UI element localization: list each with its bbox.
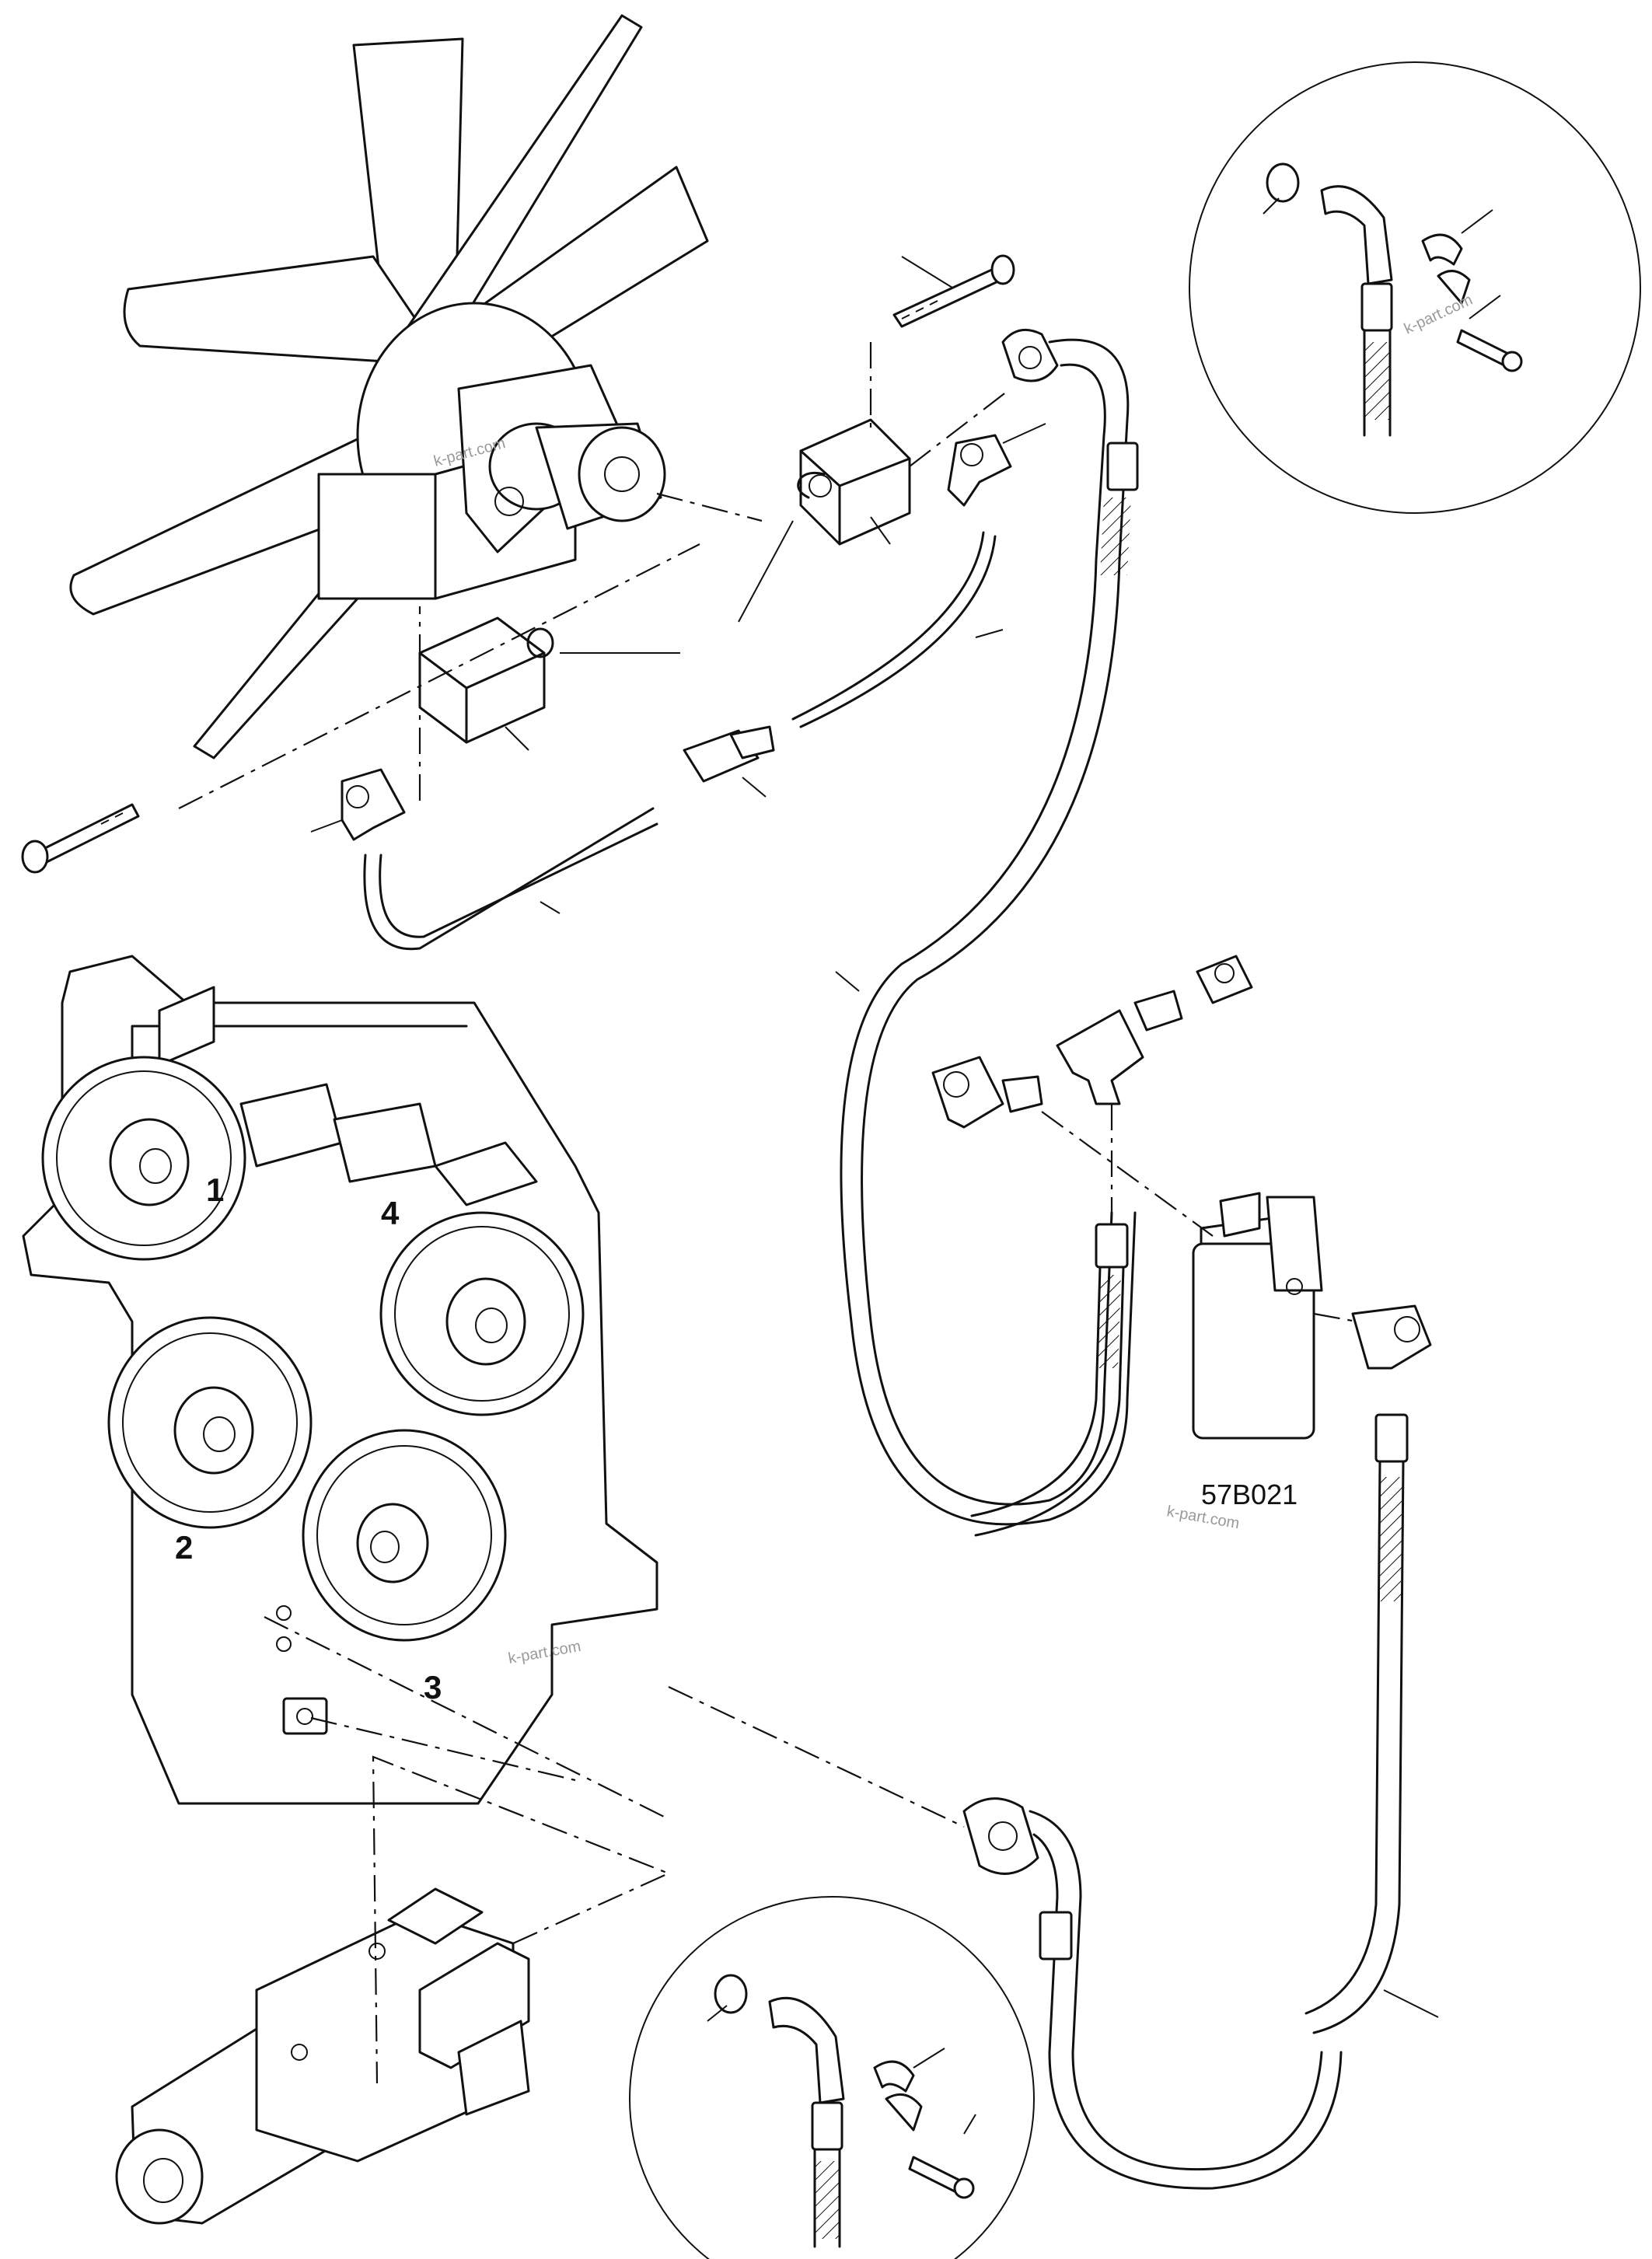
alignment-lines [178, 342, 1357, 2084]
small-tubes-fan [363, 531, 997, 951]
cooling-fan [69, 14, 709, 759]
valve-block-upper [799, 418, 911, 546]
pump-drive-gearbox: 1 2 3 4 [22, 955, 658, 1805]
part-number-4: 4 [381, 1195, 400, 1231]
detail-circle-upper [1189, 61, 1641, 514]
hose-filter-left [970, 1223, 1129, 1537]
part-number-3: 3 [424, 1669, 442, 1706]
leader-lines [310, 197, 1501, 2135]
part-number-2: 2 [175, 1529, 193, 1566]
figure-code-label: 57B021 [1201, 1479, 1298, 1510]
hydraulic-pump [115, 1887, 530, 2225]
hose-lower-flange [962, 1797, 1343, 2190]
hydraulic-filter [1192, 1192, 1432, 1440]
bolt-lower [21, 803, 140, 874]
hose-main-left [840, 328, 1139, 1526]
detail-circle-lower [629, 1896, 1035, 2259]
hose-filter-right [1304, 1413, 1409, 2034]
elbow-fittings-fan [341, 434, 1012, 841]
tee-fitting [931, 955, 1253, 1129]
o-ring-small [526, 471, 826, 658]
bolt-upper [892, 254, 1015, 328]
part-number-1: 1 [206, 1171, 224, 1208]
valve-block-lower [418, 616, 546, 744]
